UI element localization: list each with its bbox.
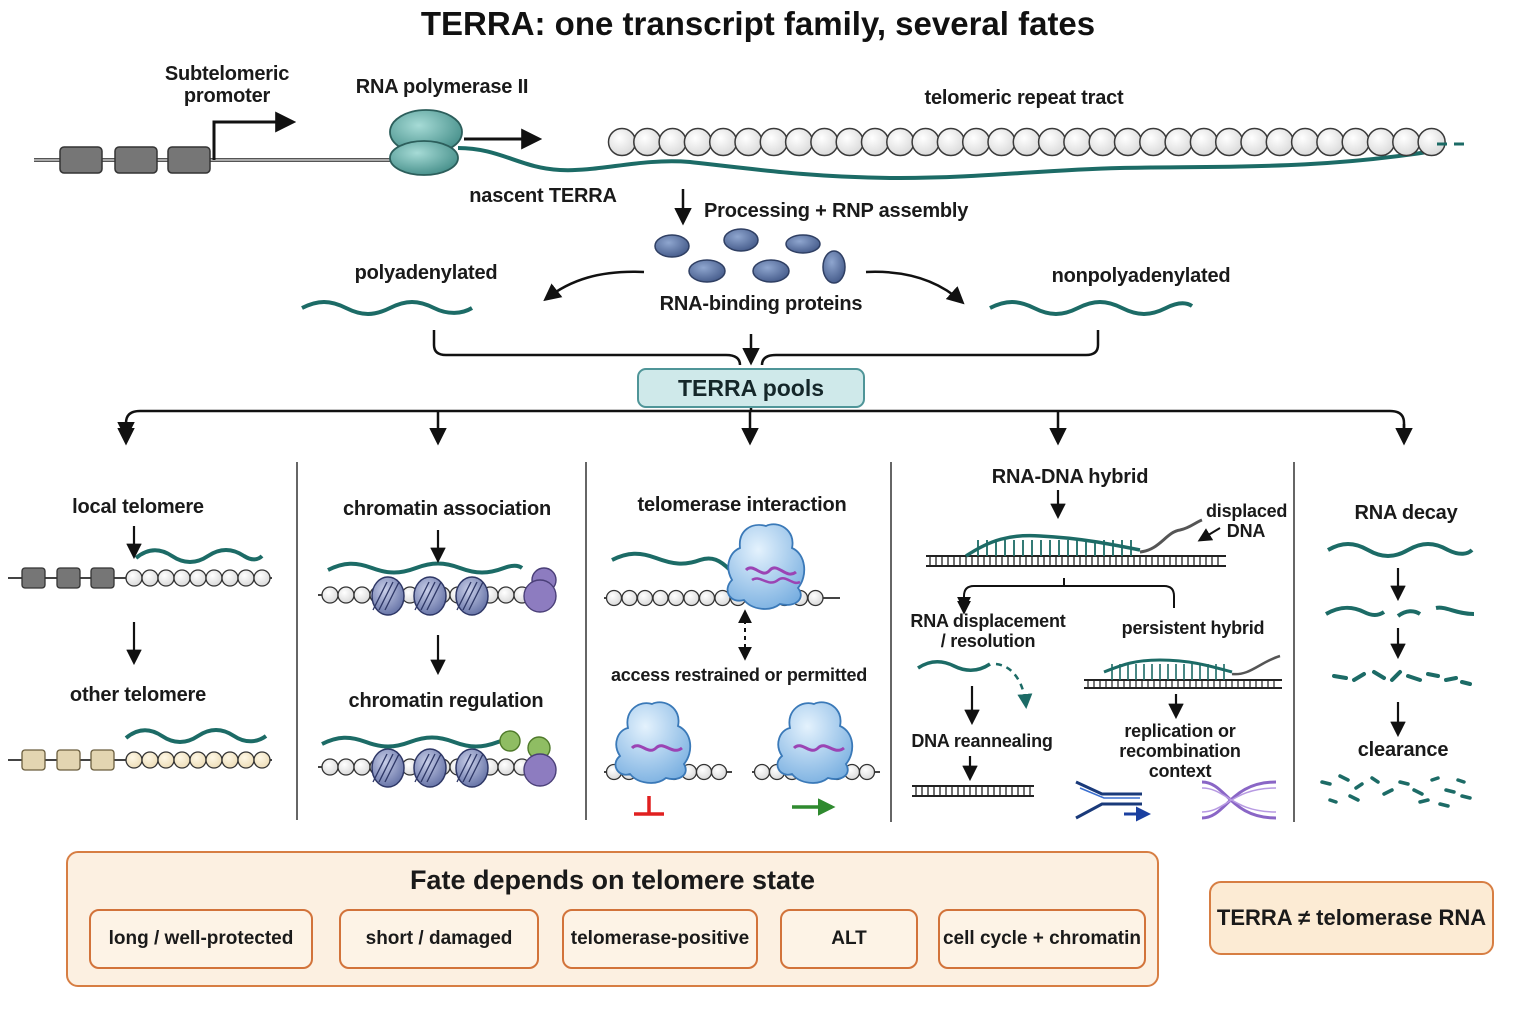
local-telomere-label: local telomere — [72, 496, 204, 518]
telomere-state-panel: Fate depends on telomere state long / we… — [66, 851, 1159, 987]
terra-pools-box: TERRA pools — [637, 368, 865, 408]
polymerase-label: RNA polymerase II — [355, 76, 529, 98]
rna-decay-illustration — [1320, 542, 1475, 808]
state-alt: ALT — [780, 909, 918, 969]
subtelomeric-blocks — [59, 146, 211, 174]
column-separators — [296, 462, 1295, 822]
chromatin-association-illustration — [318, 530, 557, 676]
state-short-damaged: short / damaged — [339, 909, 539, 969]
chromatin-regulation-label: chromatin regulation — [348, 690, 544, 712]
arrow-to-nonpolyadenylated — [865, 270, 965, 305]
other-telomere-illustration — [8, 728, 272, 771]
repeat-tract-label: telomeric repeat tract — [924, 87, 1124, 109]
persistent-hybrid-label: persistent hybrid — [1121, 618, 1265, 638]
rna-polymerase-ii — [389, 109, 463, 176]
telomerase-access-permitted — [752, 701, 880, 816]
telomerase-interaction-label: telomerase interaction — [637, 494, 847, 516]
state-long-protected: long / well-protected — [89, 909, 313, 969]
state-cell-cycle-chromatin: cell cycle + chromatin — [938, 909, 1146, 969]
recombination-junction-icon — [1201, 780, 1277, 820]
nascent-terra-rna — [457, 146, 1441, 181]
chromatin-regulation-illustration — [318, 730, 557, 788]
telomerase-access-restrained — [604, 701, 732, 816]
nascent-terra-label: nascent TERRA — [469, 185, 617, 207]
polyadenylated-rna — [301, 300, 474, 316]
rna-displacement-illustration — [912, 660, 1034, 797]
nonpolyadenylated-rna — [989, 300, 1194, 316]
persistent-hybrid-illustration — [1084, 654, 1282, 720]
polyadenylated-label: polyadenylated — [354, 262, 498, 284]
state-telomerase-positive: telomerase-positive — [562, 909, 758, 969]
access-label: access restrained or permitted — [610, 665, 868, 685]
note-label: TERRA ≠ telomerase RNA — [1216, 905, 1487, 930]
arrow-to-polyadenylated — [543, 270, 645, 302]
terra-pools-label: TERRA pools — [677, 374, 825, 401]
subtelomeric-dna — [34, 111, 395, 174]
rna-binding-proteins — [654, 228, 846, 284]
rna-displacement-label: RNA displacement / resolution — [910, 611, 1066, 651]
dna-reannealing-label: DNA reannealing — [911, 731, 1053, 751]
pools-bracket — [432, 330, 1100, 366]
rna-dna-hybrid-illustration — [926, 490, 1226, 612]
promoter-arrow — [212, 111, 297, 160]
inhibit-symbol — [634, 796, 664, 816]
processing-label: Processing + RNP assembly — [704, 200, 969, 222]
terra-not-telomerase-rna-note: TERRA ≠ telomerase RNA — [1209, 881, 1494, 955]
fate-distributor — [126, 408, 1413, 442]
telomere-state-title: Fate depends on telomere state — [409, 865, 816, 895]
displaced-dna-strand — [1139, 518, 1203, 554]
local-telomere-illustration — [8, 526, 272, 666]
clearance-label: clearance — [1357, 739, 1449, 761]
rna-decay-label: RNA decay — [1354, 502, 1458, 524]
telomerase-icon — [726, 523, 806, 610]
other-telomere-label: other telomere — [69, 684, 207, 706]
displaced-dna-label: displaced DNA — [1206, 501, 1288, 541]
nonpolyadenylated-label: nonpolyadenylated — [1051, 265, 1231, 287]
replication-fork-icon — [1075, 780, 1151, 822]
promoter-label: Subtelomeric promoter — [164, 63, 290, 107]
page-title: TERRA: one transcript family, several fa… — [420, 5, 1096, 42]
replication-context-label: replication or recombination context — [1119, 721, 1241, 781]
telomeric-repeat-tract — [607, 127, 1446, 157]
rna-dna-hybrid-label: RNA-DNA hybrid — [991, 466, 1149, 488]
telomerase-interaction-illustration — [604, 523, 840, 661]
rna-binding-proteins-label: RNA-binding proteins — [659, 293, 863, 315]
chromatin-association-label: chromatin association — [342, 498, 552, 520]
